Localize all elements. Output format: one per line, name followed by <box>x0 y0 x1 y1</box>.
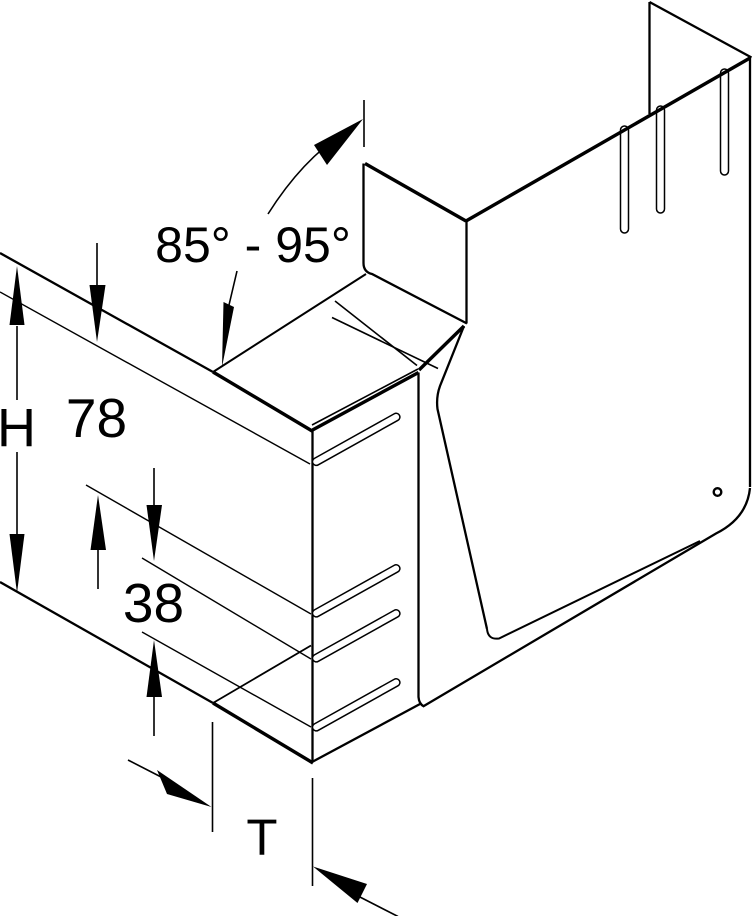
duct-bottom-edge <box>0 581 214 704</box>
dimension-38: 38 <box>123 468 184 736</box>
height-dimension-label: H <box>0 398 36 458</box>
dim38-arrow-up-icon <box>146 640 162 697</box>
depth-arrow-right-icon <box>157 770 212 807</box>
wall-left-edge <box>435 325 489 630</box>
depth-dimension-label: T <box>246 809 277 866</box>
extension-line-slot2 <box>85 484 312 615</box>
wall-slot-icon <box>619 125 630 234</box>
adapter-bottom-edge <box>212 701 314 765</box>
angle-pointer-line <box>228 270 238 306</box>
column-slot-icons <box>311 412 401 732</box>
height-arrow-down-icon <box>9 534 25 593</box>
angle-dimension: 85° - 95° <box>155 100 365 367</box>
wall-bottom-fold <box>486 540 701 640</box>
dimension-78-label: 78 <box>66 387 127 449</box>
duct-floor-edge <box>212 644 312 704</box>
column-bottom-edge <box>311 702 421 764</box>
duct-top-edge <box>0 251 214 374</box>
depth-dimension: T <box>127 722 399 916</box>
extension-line-slot4 <box>141 631 312 728</box>
shelf-back-edge <box>212 273 367 373</box>
extension-line-slot1 <box>0 291 311 465</box>
corner-column <box>311 368 425 764</box>
column-slot-icon <box>311 678 401 732</box>
column-top-front-edge <box>311 371 420 432</box>
panel-top-edge <box>364 162 467 223</box>
extension-lines <box>0 291 312 728</box>
shelf-fold-line <box>334 300 418 367</box>
depth-arrow-left-icon <box>313 866 367 903</box>
wall-slot-icon <box>719 68 730 176</box>
wall-slot-icons <box>619 68 730 234</box>
height-arrow-up-icon <box>9 266 25 325</box>
column-slot-icon <box>311 564 401 618</box>
corner-shelf-and-panel <box>212 162 468 433</box>
dimension-78: 78 <box>66 243 127 589</box>
column-right-edge <box>417 372 425 708</box>
depth-dim-line-left <box>127 759 166 780</box>
depth-dim-line-right <box>355 894 399 916</box>
angle-pointer-arrowhead-icon <box>222 302 234 367</box>
left-duct <box>0 251 314 765</box>
extension-line-slot3 <box>141 557 312 660</box>
dim78-arrow-down-icon <box>89 285 106 342</box>
wall-slot-icon <box>655 105 666 214</box>
angle-dimension-label: 85° - 95° <box>155 217 351 273</box>
dim38-arrow-down-icon <box>146 505 162 561</box>
panel-left-bottom-edge <box>362 163 468 325</box>
wall-top-flap-edge <box>648 0 753 59</box>
column-slot-icon <box>311 609 401 663</box>
mounting-hole-icon <box>712 487 723 498</box>
dim78-arrow-up-icon <box>90 495 106 550</box>
shelf-fold-line <box>331 316 439 370</box>
wall-top-edge <box>465 56 751 223</box>
angle-arc-arrowhead-icon <box>314 119 363 165</box>
column-top-back-edge <box>311 368 419 426</box>
column-slot-icon <box>311 412 401 467</box>
wall-bottom-edge <box>422 487 752 708</box>
height-dimension: H <box>0 266 36 593</box>
shelf-front-edge <box>212 370 314 433</box>
back-wall <box>422 0 753 708</box>
dimension-38-label: 38 <box>123 572 184 634</box>
